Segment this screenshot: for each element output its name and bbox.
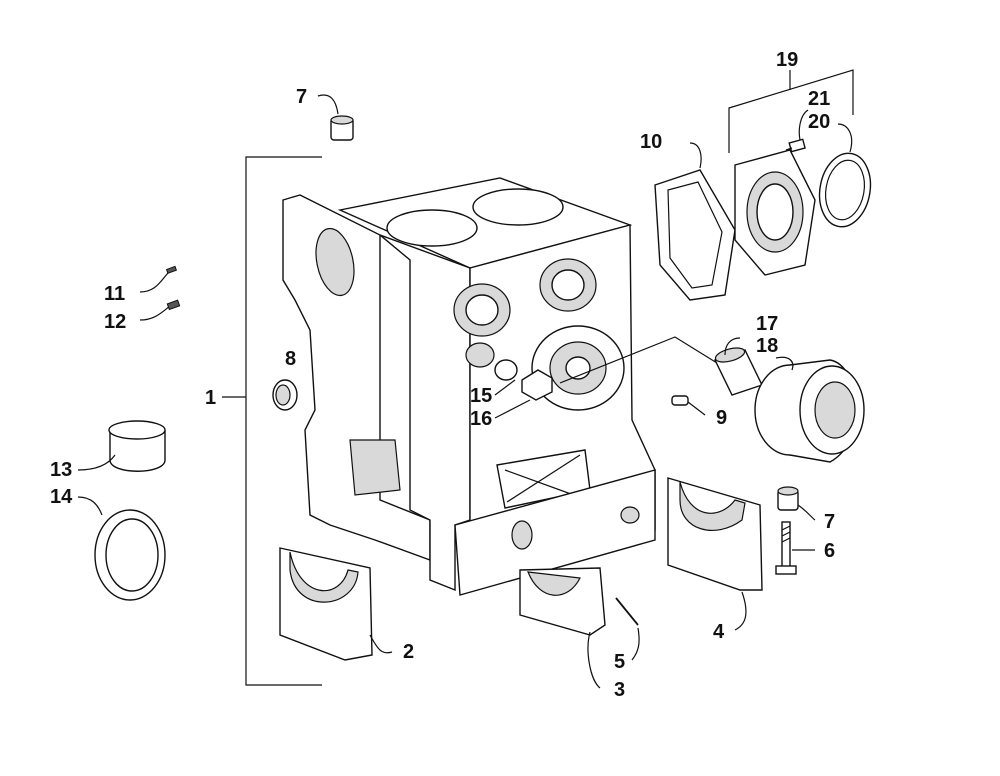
callout-7-top: 7 xyxy=(296,86,307,108)
bracket-part-19 xyxy=(728,69,854,153)
pin-part-17 xyxy=(559,336,763,396)
bolt-part-21 xyxy=(785,109,809,153)
callout-13: 13 xyxy=(50,459,72,481)
sleeve-part-7-lower xyxy=(777,486,816,521)
callout-8: 8 xyxy=(285,348,296,370)
callout-12: 12 xyxy=(104,311,126,333)
seal-part-20 xyxy=(818,123,872,228)
callout-6: 6 xyxy=(824,540,835,562)
fitting-part-15-16 xyxy=(494,359,553,419)
bracket-part-1 xyxy=(222,156,322,686)
callout-labels: 7 19 21 20 10 11 12 17 18 8 1 15 16 9 13… xyxy=(50,49,835,701)
callout-20: 20 xyxy=(808,111,830,133)
callout-11: 11 xyxy=(104,283,125,305)
pins-part-11-12 xyxy=(139,265,181,321)
front-cover-part-19 xyxy=(734,149,816,276)
callout-4: 4 xyxy=(713,621,725,643)
callout-1: 1 xyxy=(205,387,216,409)
callout-17: 17 xyxy=(756,313,778,335)
bearing-cap-part-2 xyxy=(279,547,393,661)
callout-16: 16 xyxy=(470,408,492,430)
plug-part-8 xyxy=(272,379,298,411)
engine-block xyxy=(282,177,656,596)
bushing-part-13 xyxy=(77,420,166,472)
bolt-part-6 xyxy=(775,521,815,575)
callout-5: 5 xyxy=(614,651,625,673)
callout-19: 19 xyxy=(776,49,798,71)
callout-2: 2 xyxy=(403,641,414,663)
callout-15: 15 xyxy=(470,385,492,407)
callout-10: 10 xyxy=(640,131,662,153)
thrust-washer-part-14 xyxy=(77,496,166,601)
oil-filter-part-18 xyxy=(754,356,865,463)
pin-part-5 xyxy=(615,597,640,661)
gasket-part-10 xyxy=(654,142,736,301)
dowel-part-9 xyxy=(671,395,706,416)
callout-18: 18 xyxy=(756,335,778,357)
bearing-cap-part-3 xyxy=(519,567,606,689)
callout-7-lower: 7 xyxy=(824,511,835,533)
callout-9: 9 xyxy=(716,407,727,429)
callout-14: 14 xyxy=(50,486,73,508)
callout-3: 3 xyxy=(614,679,625,701)
bearing-cap-part-4 xyxy=(667,477,763,631)
sleeve-part-7-top xyxy=(317,94,354,141)
callout-21: 21 xyxy=(808,88,830,110)
